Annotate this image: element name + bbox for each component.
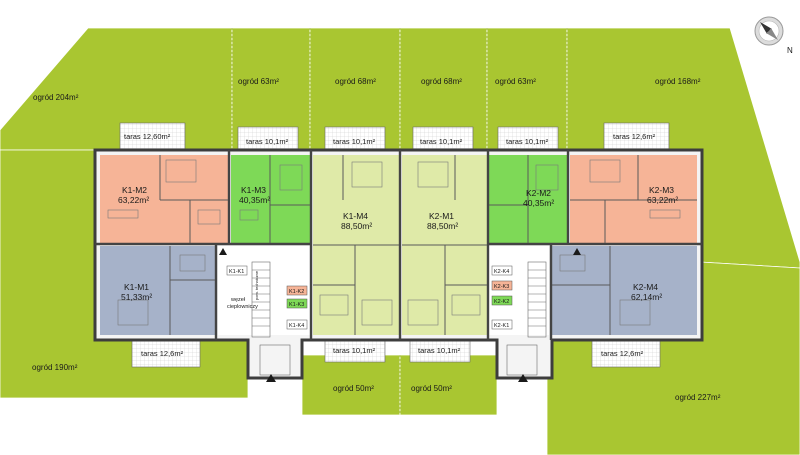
terrace-label-top-3: taras 10,1m² xyxy=(333,137,376,146)
apartment-k2-m4-area xyxy=(552,246,697,335)
garden-label-190: ogród 190m² xyxy=(32,363,78,372)
apartment-area-k2-m3: 63,22m² xyxy=(647,195,678,205)
terraces xyxy=(119,122,670,368)
garden-label-227: ogród 227m² xyxy=(675,393,721,402)
terrace-label-top-6: taras 12,6m² xyxy=(613,132,656,141)
apartment-k2-m3-area xyxy=(570,155,697,243)
terrace-top-2 xyxy=(237,126,299,152)
utility-room-label-line1: węzeł xyxy=(230,297,246,303)
terrace-bottom-1 xyxy=(131,336,201,368)
garden-label-63-left: ogród 63m² xyxy=(238,77,279,86)
interior-walls xyxy=(95,150,702,340)
garden-label-63-right: ogród 63m² xyxy=(495,77,536,86)
stairs-right xyxy=(506,261,547,376)
apartment-area-k2-m2: 40,35m² xyxy=(523,198,554,208)
apartment-name-k2-m2: K2-M2 xyxy=(526,188,551,198)
terrace-labels: taras 12,60m² taras 10,1m² taras 10,1m² … xyxy=(124,132,656,358)
entrance-marker-right xyxy=(518,374,528,382)
compass-north-label: N xyxy=(787,46,793,55)
apartment-k1-m1-area xyxy=(100,246,215,335)
plot-dividers xyxy=(231,28,568,415)
terrace-label-top-4: taras 10,1m² xyxy=(420,137,463,146)
stair-note-label: pom. techniczne xyxy=(254,270,259,300)
storage-k1: K1-K1 K1-K2 K1-K3 K1-K4 xyxy=(226,265,308,330)
garden-label-50-left: ogród 50m² xyxy=(333,384,374,393)
apartment-area-k1-m1: 51,33m² xyxy=(121,292,152,302)
apartment-area-k2-m1: 88,50m² xyxy=(427,221,458,231)
apartment-area-k1-m2: 63,22m² xyxy=(118,195,149,205)
apartment-name-k2-m1: K2-M1 xyxy=(429,211,454,221)
apartment-name-k1-m2: K1-M2 xyxy=(122,185,147,195)
apartment-name-k1-m4: K1-M4 xyxy=(343,211,368,221)
terrace-top-6 xyxy=(603,122,670,152)
terrace-top-5 xyxy=(497,126,559,152)
room-partitions xyxy=(159,155,697,335)
terrace-label-bottom-1: taras 12,6m² xyxy=(141,349,184,358)
terrace-top-4 xyxy=(412,126,474,152)
storage-k2: K2-K4 K2-K3 K2-K2 K2-K1 xyxy=(491,265,513,330)
garden-label-204: ogród 204m² xyxy=(33,93,79,102)
door-marker-right xyxy=(573,248,581,255)
storage-label-k1-k2: K1-K2 xyxy=(289,289,304,295)
stairs-left xyxy=(251,261,291,376)
fixtures xyxy=(107,159,681,326)
apartment-name-k2-m4: K2-M4 xyxy=(633,282,658,292)
building xyxy=(93,148,704,382)
door-marker-left xyxy=(219,248,227,255)
apartment-area-k2-m4: 62,14m² xyxy=(631,292,662,302)
storage-label-k2-k2: K2-K2 xyxy=(494,299,509,305)
utility-room-label-line2: cieplowniczy xyxy=(227,304,258,310)
terrace-top-1 xyxy=(119,122,186,152)
garden-label-168: ogród 168m² xyxy=(655,77,701,86)
apartment-name-k1-m1: K1-M1 xyxy=(124,282,149,292)
storage-label-k2-k1: K2-K1 xyxy=(494,323,509,329)
storage-label-k2-k3: K2-K3 xyxy=(494,284,509,290)
storage-label-k2-k4: K2-K4 xyxy=(494,269,509,275)
entrance-marker-left xyxy=(266,374,276,382)
apartment-labels: K1-M2 63,22m² K1-M3 40,35m² K1-M4 88,50m… xyxy=(118,185,678,302)
garden-label-68-right: ogród 68m² xyxy=(421,77,462,86)
terrace-label-bottom-4: taras 12,6m² xyxy=(601,349,644,358)
terrace-label-top-2: taras 10,1m² xyxy=(246,137,289,146)
apartment-area-k1-m4: 88,50m² xyxy=(341,221,372,231)
apartment-name-k2-m3: K2-M3 xyxy=(649,185,674,195)
compass-icon: N xyxy=(754,16,793,55)
storage-label-k1-k4: K1-K4 xyxy=(289,323,304,329)
terrace-label-bottom-2: taras 10,1m² xyxy=(333,346,376,355)
garden-areas xyxy=(0,27,800,455)
apartment-area-k1-m3: 40,35m² xyxy=(239,195,270,205)
terrace-label-bottom-3: taras 10,1m² xyxy=(418,346,461,355)
terrace-bottom-4 xyxy=(591,336,661,368)
terrace-label-top-1: taras 12,60m² xyxy=(124,132,171,141)
garden-labels: ogród 204m² ogród 63m² ogród 68m² ogród … xyxy=(32,77,721,402)
storage-label-k1-k3: K1-K3 xyxy=(289,302,304,308)
garden-label-68-left: ogród 68m² xyxy=(335,77,376,86)
garden-label-50-right: ogród 50m² xyxy=(411,384,452,393)
garden-plot-204 xyxy=(0,27,233,151)
apartment-k1-m2-area xyxy=(100,155,228,243)
apartment-name-k1-m3: K1-M3 xyxy=(241,185,266,195)
terrace-label-top-5: taras 10,1m² xyxy=(506,137,549,146)
storage-label-k1-k1: K1-K1 xyxy=(229,269,244,275)
